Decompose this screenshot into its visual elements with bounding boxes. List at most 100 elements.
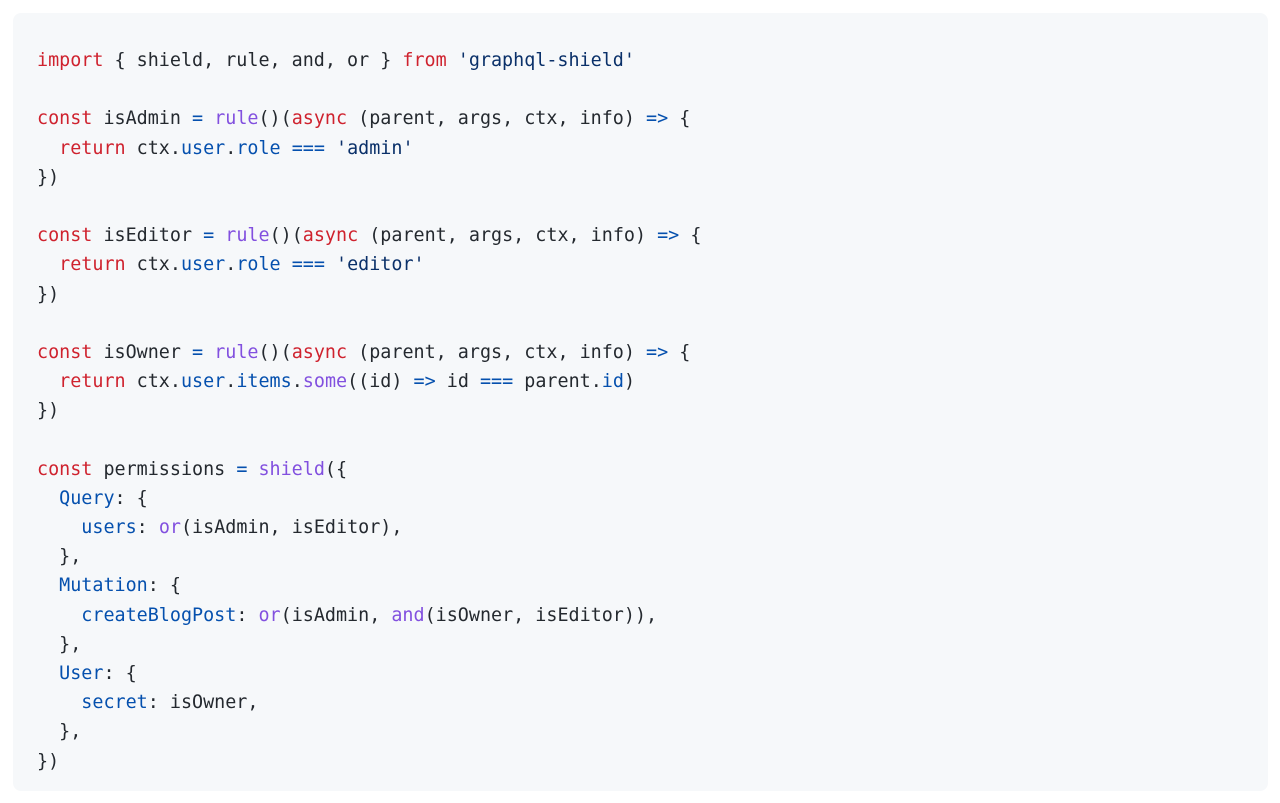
code-token-prop: role: [236, 254, 281, 276]
code-token-op: =: [236, 458, 248, 480]
code-line: },: [37, 542, 1268, 571]
code-token-op: =: [203, 225, 215, 247]
code-line: [37, 75, 1268, 104]
code-token-kw: async: [291, 341, 348, 363]
code-token-plain: : {: [114, 487, 148, 509]
code-token-fn: shield: [258, 458, 325, 480]
code-token-plain: (isAdmin,: [280, 604, 392, 626]
code-token-plain: [447, 50, 458, 71]
code-token-plain: (parent, args, ctx, info): [347, 108, 647, 130]
code-line: [37, 309, 1268, 338]
code-token-plain: isAdmin: [92, 108, 193, 130]
code-token-kw: return: [59, 371, 126, 393]
code-token-op: =>: [657, 225, 680, 247]
code-token-prop: secret: [81, 692, 148, 714]
code-block: import { shield, rule, and, or } from 'g…: [13, 13, 1268, 791]
code-token-kw: from: [402, 50, 447, 71]
code-line: },: [37, 717, 1268, 746]
code-token-prop: role: [236, 137, 281, 159]
code-token-plain: }): [37, 750, 60, 772]
code-token-plain: (isAdmin, isEditor),: [180, 517, 403, 538]
code-token-prop: user: [180, 137, 226, 159]
code-token-plain: { shield, rule, and, or }: [103, 50, 403, 71]
code-token-fn: or: [158, 517, 181, 538]
code-token-plain: (parent, args, ctx, info): [358, 225, 658, 247]
code-token-plain: },: [37, 721, 82, 743]
code-line: return ctx.user.items.some((id) => id ==…: [37, 367, 1268, 396]
code-token-kw: const: [37, 458, 93, 480]
code-token-plain: (parent, args, ctx, info): [347, 341, 647, 363]
code-token-prop: items: [236, 371, 292, 393]
code-token-fn: rule: [225, 225, 270, 247]
code-token-plain: [214, 225, 225, 246]
code-token-fn: and: [391, 604, 425, 626]
code-token-op: ===: [291, 137, 325, 159]
code-token-op: =>: [413, 371, 436, 393]
code-token-plain: [325, 254, 336, 275]
code-line: }): [37, 396, 1268, 425]
code-token-prop: Query: [59, 487, 115, 509]
code-token-plain: },: [37, 633, 82, 655]
code-token-plain: ctx.: [125, 137, 181, 159]
code-token-plain: ((id): [347, 371, 414, 393]
code-token-plain: ()(: [258, 341, 292, 363]
code-token-str: 'graphql-shield': [457, 50, 635, 71]
code-token-plain: :: [236, 604, 259, 626]
code-token-kw: const: [37, 225, 93, 247]
code-token-plain: (isOwner, isEditor)),: [424, 604, 658, 626]
code-token-plain: [37, 575, 59, 596]
code-line: const isEditor = rule()(async (parent, a…: [37, 221, 1268, 250]
code-token-op: =>: [646, 108, 669, 130]
code-token-plain: : {: [103, 662, 137, 684]
code-line: },: [37, 630, 1268, 659]
code-token-str: 'admin': [336, 137, 414, 159]
code-token-plain: ({: [324, 458, 348, 480]
code-token-plain: isOwner: [92, 341, 193, 363]
code-token-plain: .: [225, 371, 237, 393]
code-token-kw: async: [291, 108, 348, 130]
code-token-plain: [37, 138, 59, 159]
code-token-plain: ctx.: [125, 254, 181, 276]
code-token-prop: user: [180, 371, 226, 393]
code-token-plain: [37, 371, 59, 392]
code-token-plain: [247, 459, 258, 480]
code-line: }): [37, 747, 1268, 776]
code-token-plain: [203, 108, 214, 129]
code-token-prop: Mutation: [59, 575, 148, 597]
code-token-plain: [37, 605, 81, 626]
code-token-op: ===: [291, 254, 325, 276]
code-token-plain: : {: [147, 575, 181, 597]
code-listing[interactable]: import { shield, rule, and, or } from 'g…: [37, 46, 1268, 776]
code-token-fn: rule: [214, 108, 259, 130]
code-token-plain: permissions: [92, 458, 237, 480]
code-token-plain: {: [668, 108, 691, 130]
code-line: Query: {: [37, 484, 1268, 513]
code-token-plain: [37, 488, 59, 509]
code-token-plain: [37, 692, 81, 713]
code-token-plain: [325, 138, 336, 159]
code-token-prop: users: [81, 517, 137, 538]
code-token-plain: ): [623, 371, 636, 393]
code-line: [37, 192, 1268, 221]
code-line: }): [37, 163, 1268, 192]
code-token-kw: const: [37, 108, 93, 130]
code-token-plain: .: [291, 371, 303, 393]
code-token-plain: },: [37, 546, 82, 568]
code-token-plain: parent.: [513, 371, 602, 393]
code-token-kw: return: [59, 254, 126, 276]
code-token-op: =: [192, 108, 204, 130]
code-line: const permissions = shield({: [37, 455, 1268, 484]
code-token-plain: }): [37, 400, 60, 422]
code-token-kw: return: [59, 137, 126, 159]
code-token-kw: const: [37, 341, 93, 363]
code-token-kw: async: [302, 225, 359, 247]
code-token-plain: {: [679, 225, 702, 247]
code-token-plain: :: [136, 517, 159, 538]
code-line: const isAdmin = rule()(async (parent, ar…: [37, 104, 1268, 133]
code-token-plain: ()(: [258, 108, 292, 130]
code-token-plain: [37, 254, 59, 275]
code-line: const isOwner = rule()(async (parent, ar…: [37, 338, 1268, 367]
code-token-plain: {: [668, 341, 691, 363]
code-token-plain: }): [37, 283, 60, 305]
code-token-plain: [281, 254, 292, 275]
